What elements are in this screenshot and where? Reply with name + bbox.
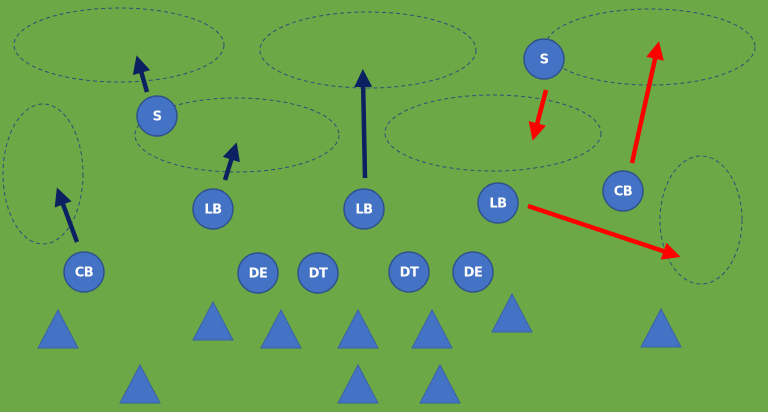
defender-dt: DT xyxy=(297,252,339,294)
player-circle xyxy=(388,251,430,293)
player-circle xyxy=(477,182,519,224)
player-label: LB xyxy=(204,203,221,218)
defender-cb: CB xyxy=(602,170,644,212)
offense-player-triangle-icon xyxy=(260,308,302,349)
offense-player-triangle-icon xyxy=(491,292,533,333)
player-label: DE xyxy=(464,266,483,281)
player-label: DE xyxy=(249,267,268,282)
red-route-arrow xyxy=(527,203,681,260)
coverage-zone xyxy=(2,103,84,245)
coverage-zone xyxy=(384,94,602,172)
player-label: S xyxy=(153,110,162,125)
player-circle xyxy=(523,38,565,80)
defender-dt: DT xyxy=(388,251,430,293)
player-label: CB xyxy=(614,185,632,200)
offense-player-triangle-icon xyxy=(411,308,453,349)
player-circle xyxy=(192,188,234,230)
defender-s: S xyxy=(136,95,178,137)
coverage-zone xyxy=(259,11,477,89)
defender-de: DE xyxy=(452,251,494,293)
navy-route-arrow xyxy=(222,142,240,181)
coverage-zone xyxy=(659,155,743,285)
player-label: CB xyxy=(75,266,93,281)
player-circle xyxy=(237,252,279,294)
coverage-zone xyxy=(134,97,340,173)
coverage-zone xyxy=(544,8,756,86)
coverage-zone xyxy=(13,7,225,83)
player-label: LB xyxy=(355,203,372,218)
defender-s: S xyxy=(523,38,565,80)
player-circle xyxy=(343,188,385,230)
offense-player-triangle-icon xyxy=(119,363,161,404)
offense-player-triangle-icon xyxy=(192,300,234,341)
defender-lb: LB xyxy=(477,182,519,224)
player-circle xyxy=(63,251,105,293)
offense-player-triangle-icon xyxy=(37,308,79,349)
navy-route-arrow xyxy=(354,69,373,179)
offense-player-triangle-icon xyxy=(337,363,379,404)
navy-route-arrow xyxy=(54,187,80,243)
player-circle xyxy=(452,251,494,293)
defender-cb: CB xyxy=(63,251,105,293)
red-route-arrow xyxy=(528,89,549,141)
offense-player-triangle-icon xyxy=(337,308,379,349)
player-circle xyxy=(602,170,644,212)
defender-lb: LB xyxy=(343,188,385,230)
defender-de: DE xyxy=(237,252,279,294)
navy-route-arrow xyxy=(132,55,151,93)
red-route-arrow xyxy=(629,41,664,164)
player-label: DT xyxy=(400,266,419,281)
player-circle xyxy=(136,95,178,137)
player-label: LB xyxy=(489,197,506,212)
defender-lb: LB xyxy=(192,188,234,230)
player-circle xyxy=(297,252,339,294)
offense-player-triangle-icon xyxy=(419,363,461,404)
player-label: DT xyxy=(309,267,328,282)
player-label: S xyxy=(540,53,549,68)
offense-player-triangle-icon xyxy=(640,307,682,348)
